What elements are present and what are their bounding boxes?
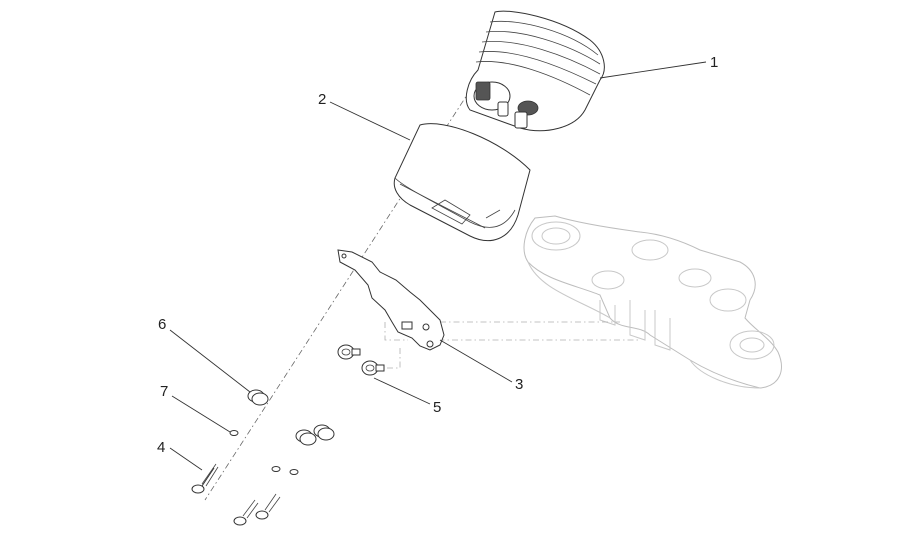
instrument-housing xyxy=(465,10,605,132)
callout-6: 6 xyxy=(158,316,166,333)
callout-5: 5 xyxy=(433,399,441,416)
callout-4: 4 xyxy=(157,439,165,456)
callout-7: 7 xyxy=(160,383,168,400)
gauge-cover xyxy=(393,123,531,242)
mounting-bracket xyxy=(337,249,445,351)
callout-3: 3 xyxy=(515,376,523,393)
long-screws xyxy=(191,463,281,526)
bracket-screws xyxy=(337,344,385,376)
small-washers xyxy=(229,430,299,475)
triple-clamp-ghost xyxy=(523,215,782,389)
callout-1: 1 xyxy=(710,54,718,71)
callout-2: 2 xyxy=(318,91,326,108)
callout-labels: 1 2 3 4 5 6 7 xyxy=(157,54,718,456)
leader-lines xyxy=(169,61,707,471)
rubber-grommets xyxy=(247,389,335,446)
